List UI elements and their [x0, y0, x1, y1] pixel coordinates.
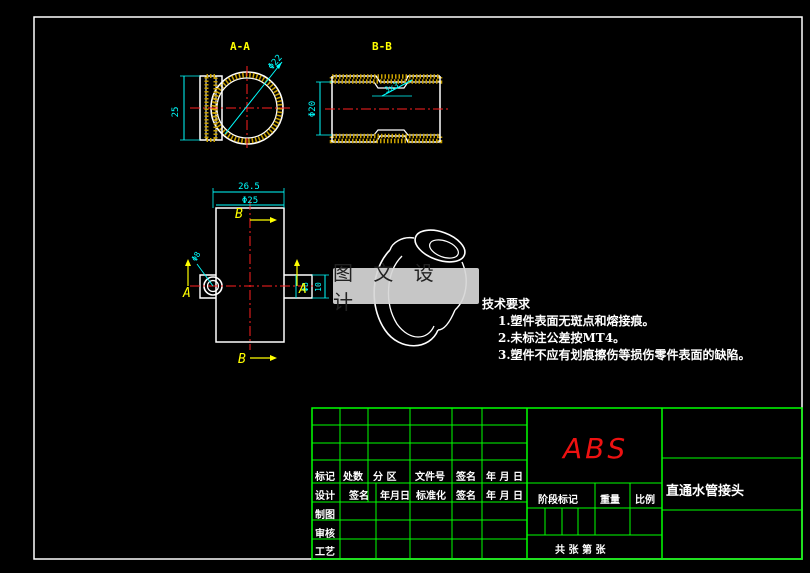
section-b-b-view — [316, 74, 448, 144]
section-label-a-a: A-A — [230, 40, 250, 53]
tech-req-item-2: 2.未标注公差按MT4。 — [498, 331, 626, 345]
section-label-b-b: B-B — [372, 40, 392, 53]
tb-sheet: 共 张 第 张 — [555, 545, 606, 556]
view-marker-b-top: B — [235, 207, 243, 222]
tb-weight: 重量 — [600, 495, 620, 506]
dim-phi25: Φ25 — [242, 196, 258, 206]
tech-req-title: 技术要求 — [482, 297, 531, 311]
tb-design: 设计 — [315, 491, 335, 502]
tb-standardize: 标准化 — [416, 491, 446, 502]
part-name: 直通水管接头 — [666, 484, 745, 499]
view-marker-a-left: A — [183, 286, 191, 301]
tb-header-doc: 文件号 — [415, 472, 445, 483]
tb-scale: 比例 — [635, 495, 655, 506]
tb-review: 审核 — [315, 529, 335, 540]
dim-26-5: 26.5 — [238, 182, 260, 192]
view-marker-a-right: A — [299, 282, 307, 297]
tb-std-sign: 签名 — [456, 491, 476, 502]
technical-requirements: 技术要求 1.塑件表面无斑点和熔接痕。 2.未标注公差按MT4。 3.塑件不应有… — [482, 296, 751, 364]
tech-req-item-1: 1.塑件表面无斑点和熔接痕。 — [498, 314, 655, 328]
dim-phi6: Φ6 — [301, 282, 310, 292]
section-a-a-view — [180, 61, 292, 150]
tb-drawing: 制图 — [315, 510, 335, 521]
watermark-stamp: 图 文 设 计 — [333, 261, 479, 314]
title-block-grid — [311, 407, 803, 560]
tb-process: 工艺 — [315, 547, 335, 558]
view-marker-b-bottom: B — [238, 352, 246, 367]
dim-phi22: Φ22 — [267, 53, 285, 72]
tb-std-date: 年 月 日 — [486, 491, 523, 502]
front-view — [185, 188, 329, 361]
tb-header-count: 处数 — [343, 472, 363, 483]
material-label: ABS — [563, 432, 629, 465]
tb-design-sign: 签名 — [349, 491, 369, 502]
tech-req-item-3: 3.塑件不应有划痕擦伤等损伤零件表面的缺陷。 — [498, 348, 751, 362]
dim-phi20: Φ20 — [308, 101, 318, 117]
tb-header-zone: 分 区 — [373, 472, 397, 483]
tb-stage: 阶段标记 — [538, 495, 578, 506]
dim-phi8: Φ8 — [190, 250, 203, 263]
tb-design-date: 年月日 — [380, 491, 410, 502]
tb-header-mark: 标记 — [315, 472, 335, 483]
tb-header-sign: 签名 — [456, 472, 476, 483]
dim-10: 10 — [314, 282, 323, 292]
dim-a-25: 25 — [171, 107, 181, 118]
tb-header-date: 年 月 日 — [486, 472, 523, 483]
